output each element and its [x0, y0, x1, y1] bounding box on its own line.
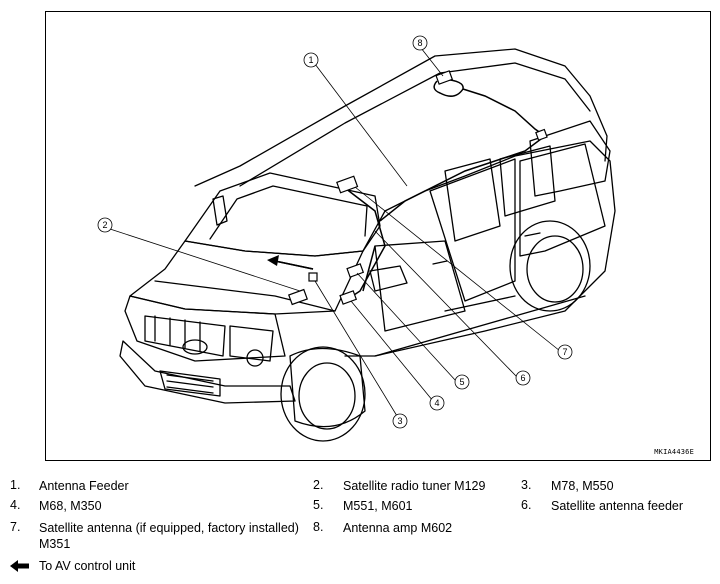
- arrow-note-text: To AV control unit: [39, 559, 136, 573]
- connector-m551: [346, 263, 365, 278]
- callout-8: 8: [412, 35, 428, 51]
- legend-text: M78, M550: [551, 479, 614, 493]
- legend-number: 6.: [521, 498, 532, 512]
- legend-text: Satellite radio tuner M129: [343, 479, 486, 493]
- antenna-components: [288, 70, 548, 306]
- satellite-antenna: [336, 175, 359, 194]
- connector-m68: [339, 290, 358, 305]
- legend-text: Antenna amp M602: [343, 521, 453, 535]
- vehicle-outline: [119, 48, 616, 442]
- callout-2: 2: [97, 217, 113, 233]
- legend-text-continued: M351: [39, 537, 71, 551]
- callout-6: 6: [515, 370, 531, 386]
- legend-text: Antenna Feeder: [39, 479, 129, 493]
- antenna-wiring: [274, 78, 546, 302]
- leader-lines: [109, 47, 561, 417]
- callout-5: 5: [454, 374, 470, 390]
- callout-3: 3: [392, 413, 408, 429]
- svg-text:5: 5: [459, 377, 464, 387]
- legend-number: 1.: [10, 478, 21, 492]
- legend-number: 7.: [10, 520, 21, 534]
- figure-code: MKIA4436E: [654, 448, 694, 456]
- svg-text:8: 8: [417, 38, 422, 48]
- callout-1: 1: [303, 52, 319, 68]
- legend-number: 8.: [313, 520, 324, 534]
- callout-4: 4: [429, 395, 445, 411]
- svg-text:4: 4: [434, 398, 439, 408]
- svg-text:3: 3: [397, 416, 402, 426]
- legend-number: 4.: [10, 498, 21, 512]
- legend-number: 5.: [313, 498, 324, 512]
- legend-text: M68, M350: [39, 499, 102, 513]
- legend-number: 3.: [521, 478, 532, 492]
- satellite-radio-tuner: [288, 288, 308, 306]
- antenna-amp: [435, 70, 454, 85]
- callouts: 1 2 3 4 5 6 7 8: [97, 35, 573, 429]
- figure-frame: MKIA4436E: [45, 11, 711, 461]
- svg-text:6: 6: [520, 373, 525, 383]
- av-direction-arrow: [267, 255, 314, 270]
- legend-text: Satellite antenna (if equipped, factory …: [39, 521, 299, 535]
- legend-text: Satellite antenna feeder: [551, 499, 684, 513]
- svg-text:2: 2: [102, 220, 107, 230]
- legend-number: 2.: [313, 478, 324, 492]
- callout-7: 7: [557, 344, 573, 360]
- antenna-connector-rear: [535, 128, 548, 141]
- vehicle-antenna-diagram: 1 2 3 4 5 6 7 8: [97, 35, 616, 442]
- svg-text:1: 1: [308, 55, 313, 65]
- legend-text: M551, M601: [343, 499, 413, 513]
- svg-text:7: 7: [562, 347, 567, 357]
- connector-m78: [308, 272, 318, 282]
- left-arrow-icon: [10, 560, 29, 572]
